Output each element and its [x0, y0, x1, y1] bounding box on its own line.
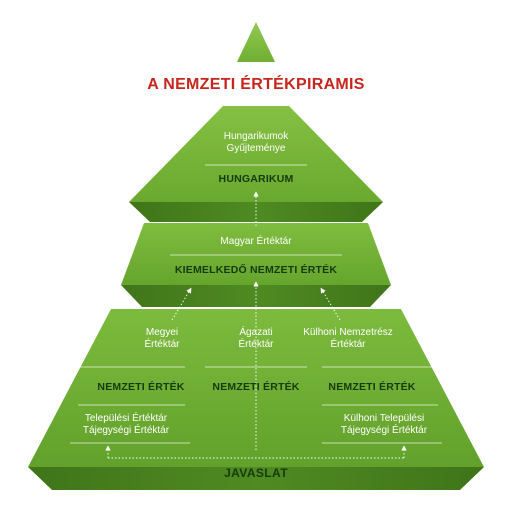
- tier-bottom-face: [28, 309, 484, 467]
- diagram-title: A NEMZETI ÉRTÉKPIRAMIS: [147, 76, 365, 93]
- tier-top-level: HUNGARIKUM: [218, 173, 294, 185]
- pyramid-apex: [237, 22, 275, 62]
- cross-border-local-registers: Külhoni Települési Tájegységi Értéktár: [340, 413, 428, 436]
- cross-border-register: Külhoni Nemzetrész Értéktár: [303, 327, 393, 350]
- county-register: Megyei Értéktár: [144, 327, 180, 350]
- left-level: NEMZETI ÉRTÉK: [97, 381, 185, 393]
- center-level: NEMZETI ÉRTÉK: [212, 381, 300, 393]
- tier-bottom-edge: [28, 467, 484, 490]
- tier-middle-face: [121, 223, 391, 285]
- arrow-right-to-middle: [320, 287, 341, 321]
- arrow-left-to-middle: [171, 287, 192, 321]
- tier-middle-collection: Magyar Értéktár: [220, 236, 292, 247]
- sector-register: Ágazati Értéktár: [238, 327, 274, 350]
- tier-top-face: [129, 106, 383, 202]
- right-level: NEMZETI ÉRTÉK: [328, 381, 416, 393]
- proposal-label: JAVASLAT: [224, 466, 288, 480]
- tier-top-collection: Hungarikumok Gyűjteménye: [223, 131, 289, 154]
- local-registers: Települési Értéktár Tájegységi Értéktár: [82, 413, 170, 436]
- tier-middle-level: KIEMELKEDŐ NEMZETI ÉRTÉK: [174, 264, 338, 276]
